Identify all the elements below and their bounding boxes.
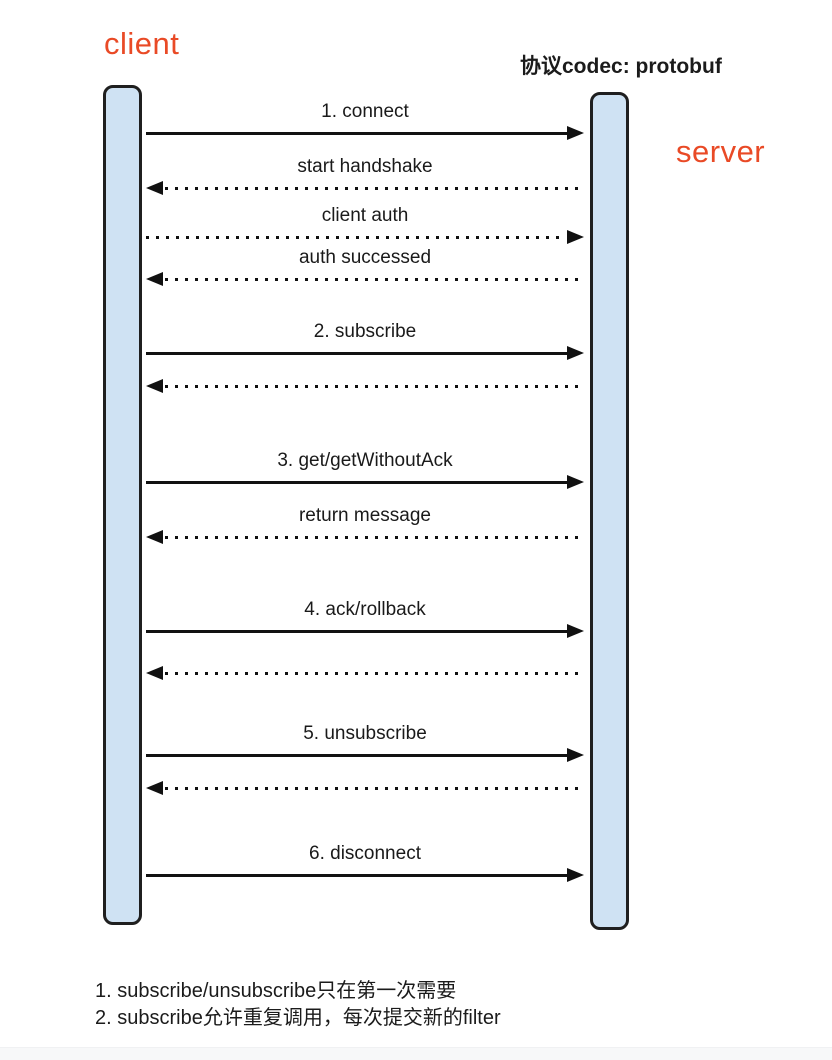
message-start-handshake: start handshake [146, 155, 584, 197]
arrow [146, 781, 584, 797]
message-label [146, 353, 584, 379]
message-disconnect: 6. disconnect [146, 842, 584, 884]
arrow-line [165, 385, 582, 388]
server-actor-label: server [676, 134, 766, 169]
arrow [146, 230, 584, 246]
arrowhead-left-icon [146, 181, 163, 195]
message-label: return message [298, 505, 431, 526]
client-actor-label: client [104, 26, 180, 61]
footnote-1: 1. subscribe/unsubscribe只在第一次需要 [95, 980, 457, 1002]
arrow-line [146, 132, 569, 135]
message-label: 6. disconnect [309, 843, 421, 864]
arrowhead-right-icon [567, 624, 584, 638]
arrow-line [165, 787, 582, 790]
arrow [146, 181, 584, 197]
message-auth-successed: auth successed [146, 246, 584, 288]
message-client-auth: client auth [146, 204, 584, 246]
client-lifeline [103, 85, 142, 925]
arrowhead-right-icon [567, 475, 584, 489]
arrow-line [146, 352, 569, 355]
arrow-line [146, 481, 569, 484]
arrowhead-right-icon [567, 126, 584, 140]
arrow-line [165, 187, 582, 190]
arrowhead-right-icon [567, 230, 584, 244]
message-unsubscribe: 5. unsubscribe [146, 722, 584, 764]
message-label: 5. unsubscribe [303, 723, 427, 744]
footnote-2: 2. subscribe允许重复调用，每次提交新的filter [95, 1007, 501, 1029]
arrowhead-left-icon [146, 666, 163, 680]
arrowhead-left-icon [146, 530, 163, 544]
message-ack-rollback: 4. ack/rollback [146, 598, 584, 640]
message-return-message: return message [146, 504, 584, 546]
message-subscribe-return [146, 353, 584, 395]
arrow [146, 748, 584, 764]
message-get: 3. get/getWithoutAck [146, 449, 584, 491]
arrow-line [146, 874, 569, 877]
message-subscribe: 2. subscribe [146, 320, 584, 362]
message-label [146, 640, 584, 666]
codec-title: 协议codec: protobuf [520, 55, 722, 78]
message-label: auth successed [298, 247, 432, 268]
message-label: 2. subscribe [313, 321, 417, 342]
arrow [146, 272, 584, 288]
message-label: start handshake [297, 156, 433, 177]
arrow [146, 379, 584, 395]
message-label: client auth [321, 205, 409, 226]
arrow [146, 346, 584, 362]
arrow-line [146, 236, 565, 239]
arrowhead-right-icon [567, 868, 584, 882]
message-ack-return [146, 640, 584, 682]
arrowhead-right-icon [567, 748, 584, 762]
message-connect: 1. connect [146, 100, 584, 142]
arrowhead-left-icon [146, 379, 163, 393]
arrowhead-right-icon [567, 346, 584, 360]
arrow [146, 624, 584, 640]
message-unsubscribe-return [146, 755, 584, 797]
arrow-line [165, 672, 582, 675]
arrow [146, 126, 584, 142]
message-label: 4. ack/rollback [304, 599, 426, 620]
arrow [146, 666, 584, 682]
message-label: 1. connect [321, 101, 409, 122]
message-label [146, 755, 584, 781]
arrow [146, 868, 584, 884]
arrow-line [146, 630, 569, 633]
arrowhead-left-icon [146, 272, 163, 286]
message-label: 3. get/getWithoutAck [277, 450, 453, 471]
arrow-line [146, 754, 569, 757]
arrow-line [165, 278, 582, 281]
arrow [146, 475, 584, 491]
bottom-strip [0, 1047, 832, 1060]
server-lifeline [590, 92, 629, 930]
footnotes: 1. subscribe/unsubscribe只在第一次需要 2. subsc… [95, 978, 501, 1032]
arrow [146, 530, 584, 546]
arrowhead-left-icon [146, 781, 163, 795]
arrow-line [165, 536, 582, 539]
